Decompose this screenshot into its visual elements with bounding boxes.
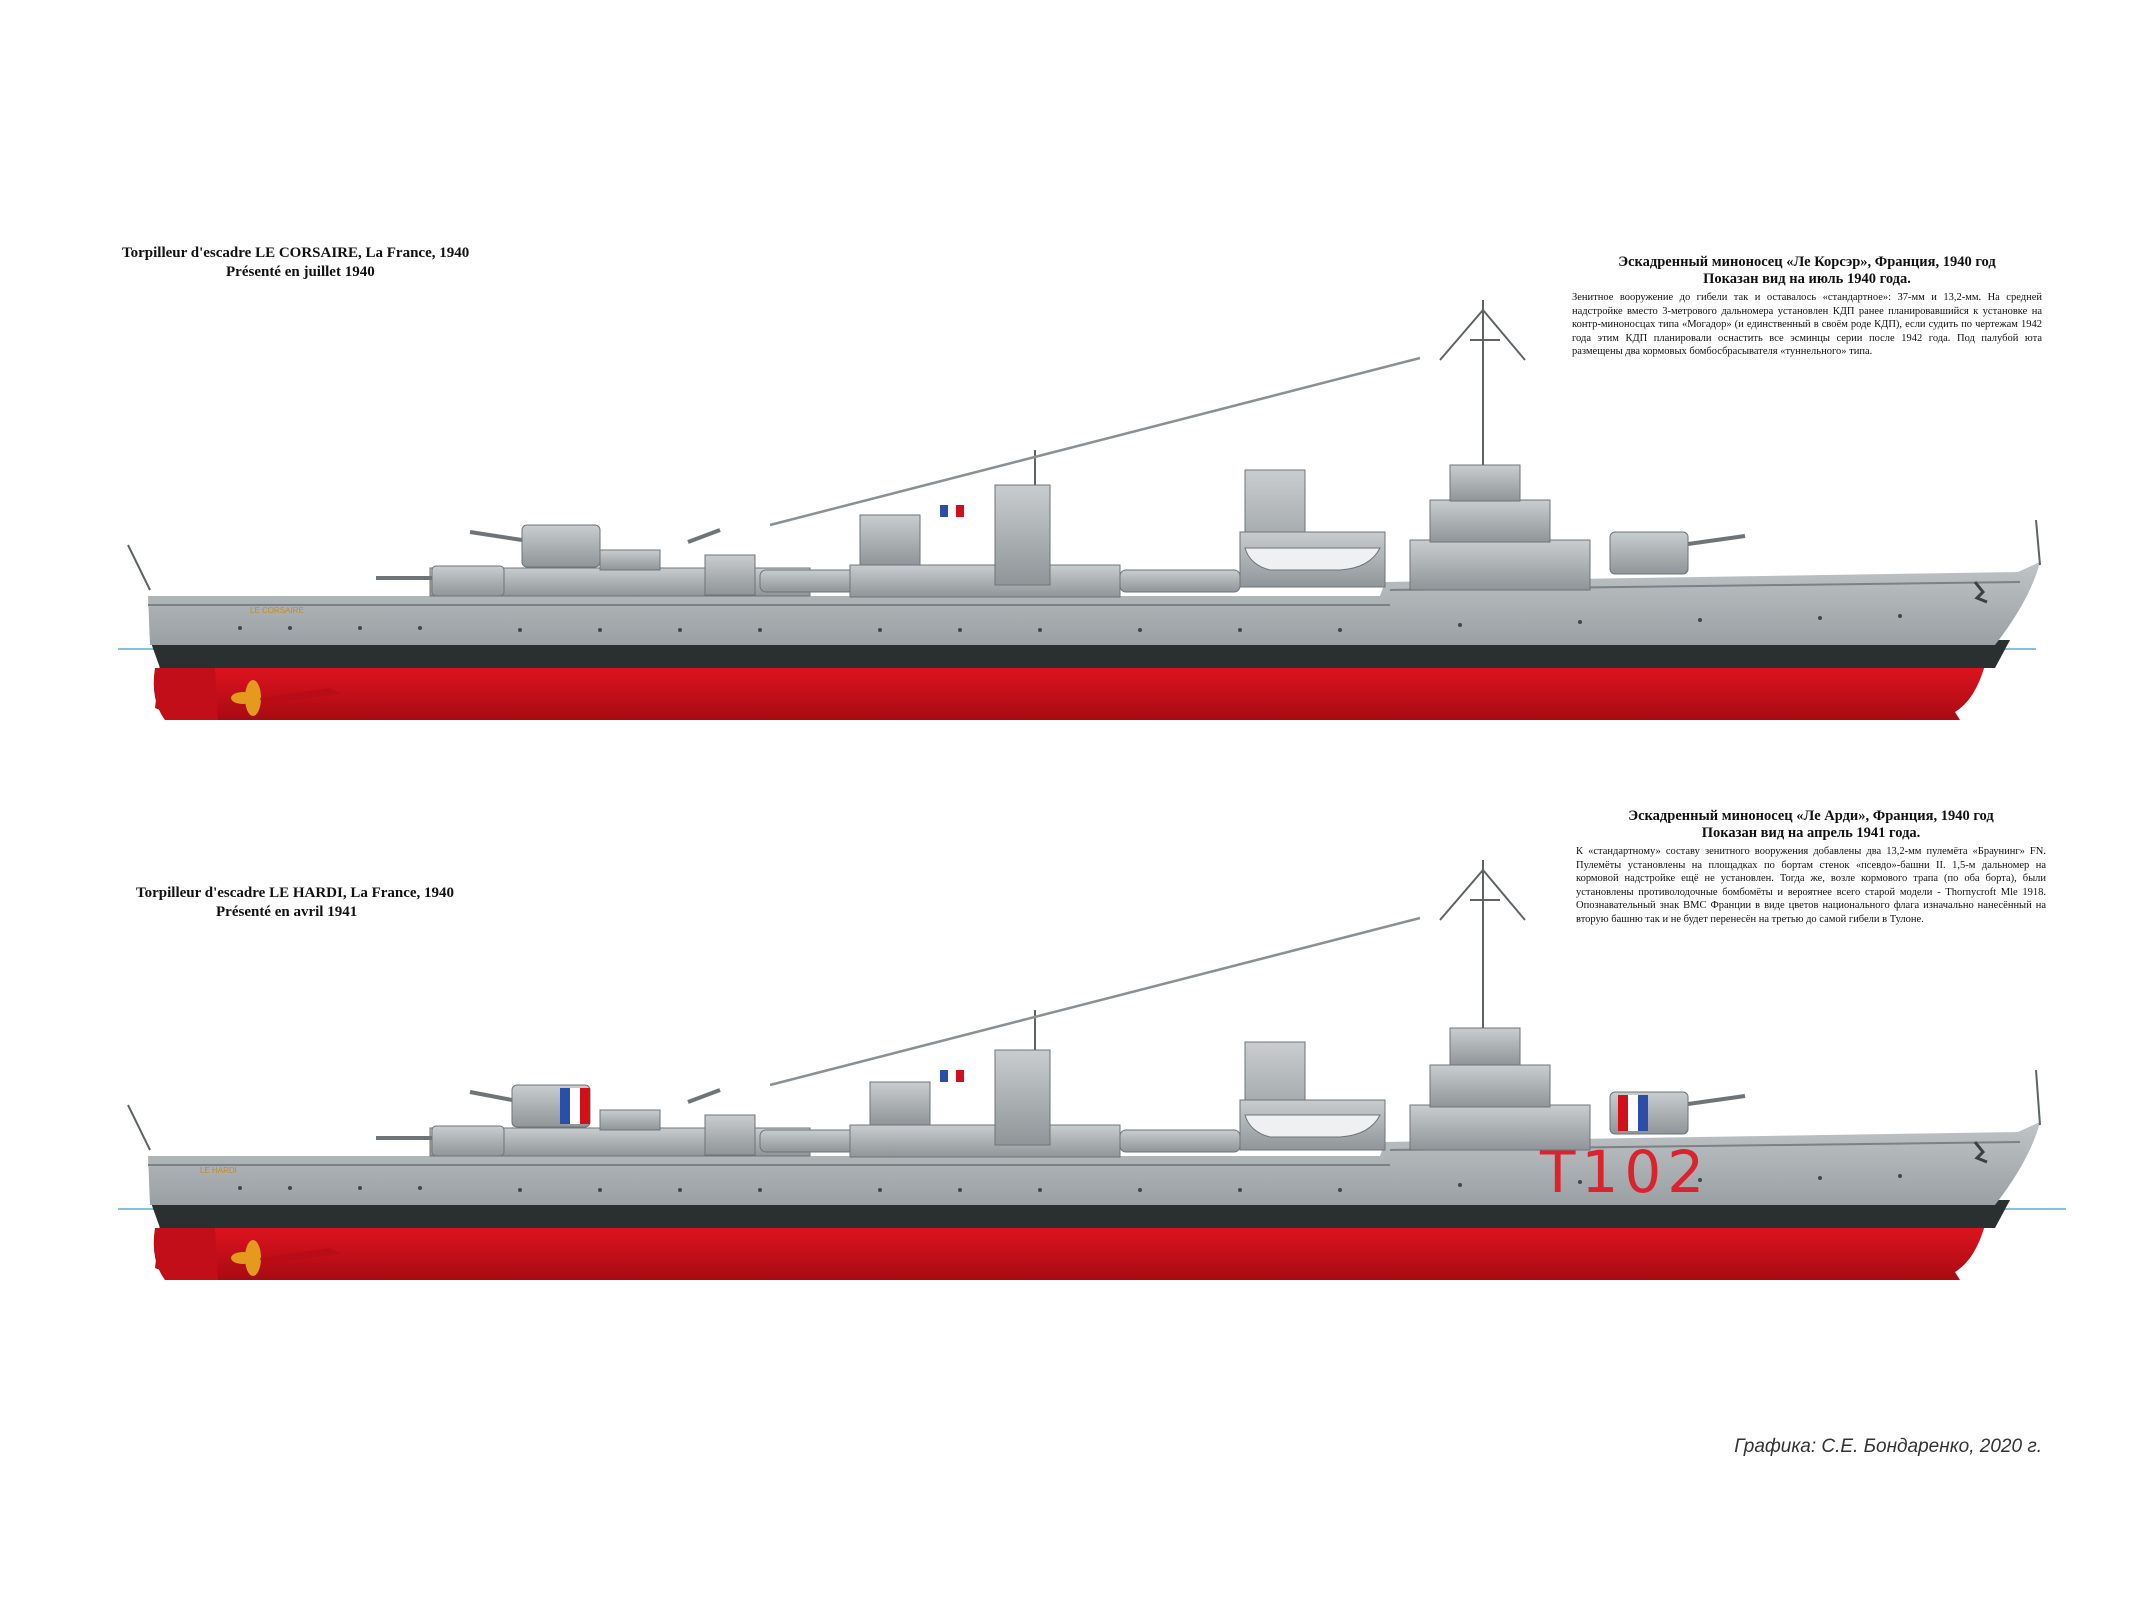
ship2-description-block: Эскадренный миноносец «Ле Арди», Франция… (1576, 808, 2046, 926)
torpedo-tubes-fwd (1119, 569, 1241, 593)
aft-gun-house-1 (431, 1125, 505, 1157)
ship2-description-text: К «стандартному» составу зенитного воору… (1576, 846, 2046, 925)
ships-boat (1244, 1114, 1381, 1138)
ship2-caption-ru-title: Эскадренный миноносец «Ле Арди», Франция… (1628, 808, 1994, 824)
roundel-aft-turret (560, 1088, 590, 1124)
ship1-caption-ru-title: Эскадренный миноносец «Ле Корсэр», Франц… (1618, 254, 1996, 270)
antifouling-hull (155, 1225, 1985, 1280)
hull-name-ship1: LE CORSAIRE (250, 606, 304, 615)
aft-control (599, 549, 661, 571)
antifouling-hull (155, 665, 1985, 720)
director-tower (869, 1081, 931, 1126)
anchor-icon (1973, 1141, 1988, 1164)
bridge-base (1409, 1104, 1591, 1151)
rangefinder-tower (1449, 464, 1521, 502)
ships-boat (1244, 547, 1381, 571)
portholes (238, 614, 1902, 632)
rudder (153, 668, 218, 720)
director-tower (859, 514, 921, 566)
ship2-profile-drawing: LE HARDI T102 (118, 860, 2066, 1280)
aft-control (599, 1109, 661, 1131)
ship2-caption-fr-line1: Torpilleur d'escadre LE HARDI, La France… (136, 885, 455, 901)
aft-funnel (994, 1049, 1051, 1146)
ship2-caption-fr: Torpilleur d'escadre LE HARDI, La France… (136, 884, 454, 922)
ship1-caption-ru-subtitle: Показан вид на июль 1940 года. (1703, 271, 1911, 287)
searchlight-platform (704, 1114, 756, 1156)
searchlight-platform (704, 554, 756, 596)
ship2-caption-ru-subtitle: Показан вид на апрель 1941 года. (1701, 825, 1921, 841)
bridge-base (1409, 539, 1591, 591)
ship1-caption-fr: Torpilleur d'escadre LE CORSAIRE, La Fra… (122, 244, 469, 282)
ship1-caption-fr-line1: Torpilleur d'escadre LE CORSAIRE, La Fra… (122, 245, 470, 261)
ship1-caption-fr-line2: Présenté en juillet 1940 (226, 264, 375, 280)
aft-gun-house-1 (431, 565, 505, 597)
ship1-profile-drawing: LE CORSAIRE (118, 300, 2041, 720)
roundel-fwd-turret (1618, 1095, 1648, 1131)
gun-barrels (376, 528, 1746, 580)
shaft-bracket (260, 688, 340, 704)
aerial (769, 356, 1421, 527)
portholes (238, 1174, 1902, 1192)
aft-gun-house-2 (521, 524, 601, 568)
superstructures (429, 1027, 1689, 1158)
rudder (153, 1228, 218, 1280)
aerial (769, 916, 1421, 1087)
shaft-bracket (260, 1248, 340, 1264)
aft-funnel (994, 484, 1051, 586)
french-flag (940, 1070, 964, 1082)
ship2-caption-fr-line2: Présenté en avril 1941 (216, 904, 358, 920)
ship1-description-block: Эскадренный миноносец «Ле Корсэр», Франц… (1572, 254, 2042, 359)
gun-barrels (376, 1088, 1746, 1140)
propeller (231, 680, 261, 716)
boot-topping (150, 640, 2010, 668)
midship-deckhouse (849, 564, 1121, 598)
ship1-description-text: Зенитное вооружение до гибели так и оста… (1572, 292, 2042, 357)
anchor-icon (1973, 581, 1988, 604)
author-credit: Графика: С.Е. Бондаренко, 2020 г. (1734, 1436, 2042, 1457)
french-flag (940, 505, 964, 517)
propeller (231, 1240, 261, 1276)
rangefinder-tower (1449, 1027, 1521, 1066)
fwd-gun-house (1609, 531, 1689, 575)
midship-deckhouse (849, 1124, 1121, 1158)
bridge (1429, 499, 1551, 543)
torpedo-tubes-fwd (1119, 1129, 1241, 1153)
hull-name-ship2: LE HARDI (200, 1166, 237, 1175)
superstructures (429, 464, 1689, 598)
masts (127, 300, 2041, 591)
boot-topping (150, 1200, 2010, 1228)
bridge (1429, 1064, 1551, 1108)
